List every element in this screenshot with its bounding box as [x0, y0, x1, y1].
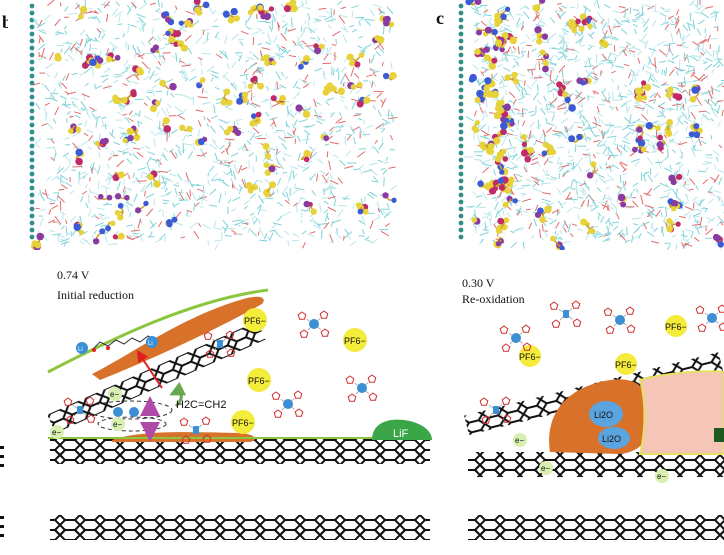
solvation-shell-lower [97, 416, 167, 432]
pf6-anion: PF6− [343, 328, 367, 352]
svg-text:PF6−: PF6− [248, 376, 270, 386]
left-tilted-graphene [47, 321, 266, 434]
pf6-anion: PF6− [247, 368, 271, 392]
lif-deposit [372, 419, 432, 440]
electron: e− [513, 433, 527, 447]
right-dark-green-fragment [714, 428, 724, 442]
solvated-li-cluster [345, 374, 378, 402]
li-ion [113, 407, 123, 417]
solvent-clusters-right [479, 300, 724, 424]
svg-text:Li2O: Li2O [602, 434, 621, 444]
svg-text:PF6−: PF6− [615, 360, 637, 370]
left-graphite-layer-1 [50, 438, 430, 464]
md-wall-atoms [29, 3, 35, 240]
electron: e− [50, 425, 64, 439]
electron: e− [108, 387, 122, 401]
solvation-shell-upper [87, 400, 173, 420]
solvated-li-cluster [499, 324, 532, 352]
svg-text:PF6−: PF6− [232, 418, 254, 428]
md-solvent-network [32, 0, 398, 250]
right-pink-phase [638, 370, 724, 455]
md-salt-clusters [30, 0, 397, 250]
svg-text:e−: e− [541, 464, 550, 473]
left-graphite-layer-2 [50, 515, 430, 540]
right-graphite-layer-2 [468, 515, 724, 540]
svg-text:H2C=CH2: H2C=CH2 [176, 399, 226, 411]
svg-text:Li2O: Li2O [594, 410, 613, 420]
md-simulation-box-b [29, 0, 398, 250]
pf6-anion: PF6− [231, 410, 255, 434]
electron: e− [111, 417, 125, 431]
svg-text:e−: e− [515, 436, 524, 445]
solvated-li-cluster [479, 396, 512, 424]
panel-c-md-snapshot: c [435, 0, 724, 250]
pf6-anion: PF6− [665, 315, 687, 337]
panel-c-letter: c [436, 8, 444, 28]
svg-text:Li: Li [148, 341, 153, 347]
lif-label: LiF [393, 428, 409, 440]
li-ion [129, 407, 139, 417]
li-ion: Li [76, 342, 88, 354]
solvated-li-cluster [271, 390, 304, 418]
solvent-clusters-left [63, 310, 378, 444]
md-simulation-box-c [458, 0, 724, 250]
right-graphite-layer-1 [468, 452, 724, 477]
solvated-li-cluster [603, 306, 636, 334]
li2o-particle: Li2O [589, 401, 623, 427]
right-voltage-label: 0.30 V [462, 276, 495, 290]
solvated-li-cluster [695, 304, 724, 332]
left-sei-orange-top [92, 296, 264, 380]
electron: e− [539, 461, 553, 475]
chain-oxygen [106, 346, 110, 350]
svg-text:Li: Li [78, 347, 83, 353]
svg-text:e−: e− [52, 428, 61, 437]
svg-text:PF6−: PF6− [244, 316, 266, 326]
svg-text:PF6−: PF6− [519, 352, 541, 362]
green-curved-arrow [169, 381, 187, 408]
pf6-anion: PF6− [243, 308, 267, 332]
li-ion: Li [146, 336, 158, 348]
solvated-li-cluster [297, 310, 330, 338]
svg-text:e−: e− [657, 472, 666, 481]
md-wall-atoms [458, 3, 464, 240]
electron: e− [655, 469, 669, 483]
organic-chain-molecule [93, 335, 157, 349]
svg-text:PF6−: PF6− [344, 336, 366, 346]
solvated-li-cluster [179, 416, 212, 444]
chain-oxygen [92, 348, 96, 352]
md-salt-clusters [465, 0, 724, 250]
solvated-li-cluster [549, 300, 582, 328]
svg-text:e−: e− [113, 420, 122, 429]
ethylene-label: H2C=CH2 [176, 399, 226, 411]
pf6-anion: PF6− [615, 353, 637, 375]
solvated-li-cluster [203, 330, 236, 358]
right-stage-label: Re-oxidation [462, 292, 525, 306]
solvated-li-cluster [63, 396, 96, 424]
panel-b-letter: b [2, 12, 13, 32]
svg-text:e−: e− [110, 390, 119, 399]
svg-text:PF6−: PF6− [665, 322, 687, 332]
left-stage-label: Initial reduction [57, 288, 134, 302]
panel-b-md-snapshot: b [0, 0, 420, 250]
li2o-particle: Li2O [598, 427, 630, 449]
left-voltage-label: 0.74 V [57, 268, 90, 282]
left-stacking-dots [0, 446, 4, 537]
red-reaction-arrow [136, 350, 163, 389]
left-green-edge-top [47, 288, 269, 374]
